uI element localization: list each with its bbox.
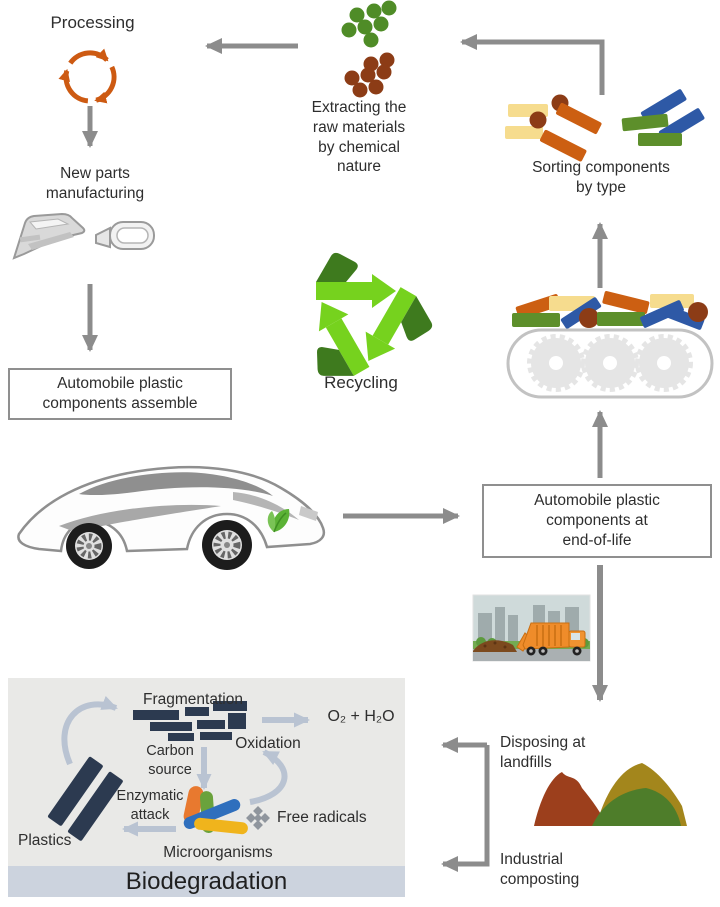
arrow-sorting-to-extracting-icon (460, 34, 605, 95)
free-radicals-label: Free radicals (277, 809, 367, 826)
carbon-source-label: Carbon source (146, 743, 194, 778)
door-panel-icon (12, 212, 86, 260)
new-parts-label: New parts manufacturing (45, 165, 145, 202)
conveyor-belt-icon (506, 328, 714, 399)
biodegradation-title-band: Biodegradation (8, 866, 405, 897)
granules-brown-icon (344, 52, 395, 98)
plastics-label: Plastics (18, 832, 72, 849)
garbage-truck-illustration (472, 594, 591, 662)
o2-h2o-label: O₂ + H₂O (327, 708, 395, 725)
granules-green-icon (341, 0, 397, 48)
car-illustration (17, 465, 326, 570)
processing-cycle-icon (58, 48, 117, 104)
enzymatic-attack-label: Enzymatic attack (116, 788, 184, 823)
eco-leaf-icon (267, 509, 290, 533)
shredded-plastics-icon (512, 291, 708, 330)
sorting-label: Sorting components by type (532, 159, 670, 196)
microorganisms-label: Microorganisms (163, 844, 273, 861)
side-mirror-icon (95, 221, 155, 250)
extracting-label: Extracting the raw materials by chemical… (311, 99, 407, 176)
processing-label: Processing (50, 13, 135, 32)
end-of-life-box: Automobile plastic components at end-of-… (482, 484, 712, 558)
disposing-label: Disposing at landfills (500, 734, 586, 771)
oxidation-label: Oxidation (235, 735, 301, 752)
composting-label: Industrial composting (500, 851, 580, 888)
recycling-symbol-icon (316, 252, 433, 376)
recycling-label: Recycling (324, 373, 398, 392)
sorted-plastics-icon (505, 89, 705, 162)
biodegradation-title: Biodegradation (125, 867, 288, 895)
arrow-composting-to-biodegradation-icon (441, 745, 490, 872)
assemble-box: Automobile plastic components assemble (8, 368, 232, 420)
fragmentation-label: Fragmentation (143, 691, 243, 708)
